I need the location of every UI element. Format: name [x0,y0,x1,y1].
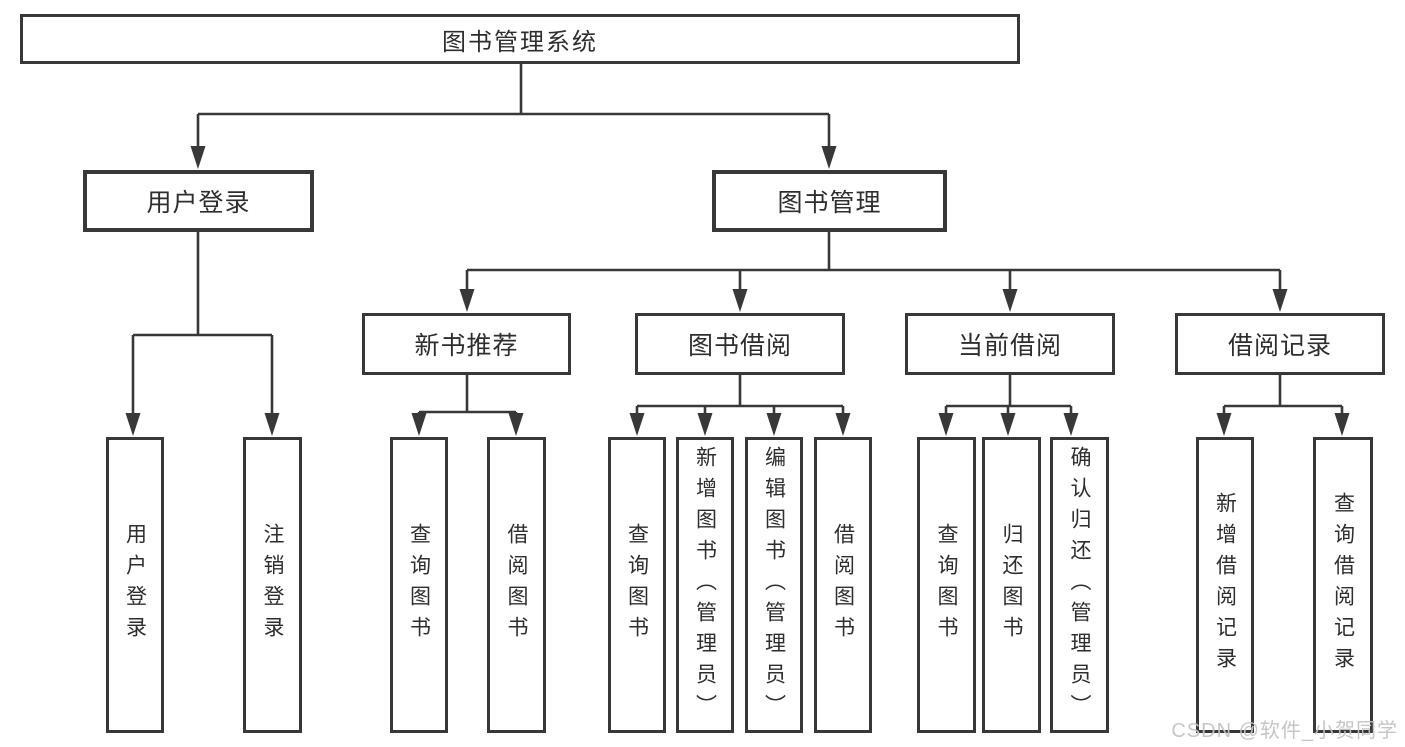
node-leaf-logout: 注销登录 [243,437,302,733]
node-current-borrowing: 当前借阅 [905,313,1115,375]
node-label-leaf-add-books-admin: 新增图书（管理员） [693,445,717,725]
node-leaf-return-books: 归还图书 [982,437,1041,733]
node-leaf-query-books-recommend: 查询图书 [390,437,448,733]
book-management-branch-2-arrowhead [1002,289,1018,312]
node-leaf-query-borrow-record: 查询借阅记录 [1313,437,1373,733]
node-label-leaf-query-books-current: 查询图书 [935,523,958,647]
node-leaf-query-books-borrowing: 查询图书 [608,437,666,733]
root-branch-1-arrowhead [821,146,837,169]
borrowing-records-branch-0-arrowhead [1216,413,1232,436]
node-label-current-borrowing: 当前借阅 [957,332,1062,360]
book-borrowing-branch-1-arrowhead [697,413,713,436]
current-borrowing-branch-0-arrowhead [938,413,954,436]
node-leaf-add-borrow-record: 新增借阅记录 [1196,437,1254,733]
node-label-leaf-user-login: 用户登录 [123,523,147,647]
node-label-leaf-add-borrow-record: 新增借阅记录 [1213,492,1237,678]
node-leaf-confirm-return-admin: 确认归还（管理员） [1050,437,1109,733]
new-book-recommend-branch-1-arrowhead [508,413,524,436]
book-management-branch-0-arrowhead [459,289,475,312]
node-system-root: 图书管理系统 [20,14,1020,64]
node-label-leaf-logout: 注销登录 [261,523,284,647]
user-login-branch-0-arrowhead [125,413,141,436]
node-label-leaf-borrow-books-borrowing: 借阅图书 [831,523,855,647]
node-leaf-borrow-books-borrowing: 借阅图书 [814,437,872,733]
node-label-leaf-confirm-return-admin: 确认归还（管理员） [1068,445,1091,725]
node-leaf-borrow-books-recommend: 借阅图书 [487,437,546,733]
book-management-branch-3-arrowhead [1272,289,1288,312]
node-leaf-add-books-admin: 新增图书（管理员） [676,437,734,733]
node-label-leaf-query-borrow-record: 查询借阅记录 [1331,492,1355,678]
node-label-book-borrowing: 图书借阅 [687,332,792,360]
node-leaf-edit-books-admin: 编辑图书（管理员） [745,437,803,733]
current-borrowing-branch-2-arrowhead [1063,413,1079,436]
node-label-leaf-query-books-borrowing: 查询图书 [625,523,649,647]
node-user-login: 用户登录 [83,170,314,232]
node-label-leaf-return-books: 归还图书 [1000,523,1023,647]
node-book-management: 图书管理 [712,170,947,232]
current-borrowing-branch-1-arrowhead [1000,413,1016,436]
node-leaf-query-books-current: 查询图书 [917,437,976,733]
node-leaf-user-login: 用户登录 [106,437,164,733]
root-branch-0-arrowhead [190,146,206,169]
new-book-recommend-branch-0-arrowhead [411,413,427,436]
node-label-new-book-recommend: 新书推荐 [414,332,519,360]
node-label-leaf-edit-books-admin: 编辑图书（管理员） [762,445,786,725]
node-label-leaf-borrow-books-recommend: 借阅图书 [505,523,528,647]
node-label-system-root: 图书管理系统 [442,28,598,56]
node-label-book-management: 图书管理 [777,189,882,217]
node-borrowing-records: 借阅记录 [1175,313,1385,375]
book-management-branch-1-arrowhead [732,289,748,312]
book-borrowing-branch-0-arrowhead [629,413,645,436]
node-book-borrowing: 图书借阅 [635,313,845,375]
user-login-branch-1-arrowhead [264,413,280,436]
node-new-book-recommend: 新书推荐 [362,313,571,375]
book-borrowing-branch-3-arrowhead [835,413,851,436]
node-label-borrowing-records: 借阅记录 [1227,332,1332,360]
node-label-user-login: 用户登录 [146,189,251,217]
borrowing-records-branch-1-arrowhead [1334,413,1350,436]
book-borrowing-branch-2-arrowhead [766,413,782,436]
node-label-leaf-query-books-recommend: 查询图书 [407,523,431,647]
